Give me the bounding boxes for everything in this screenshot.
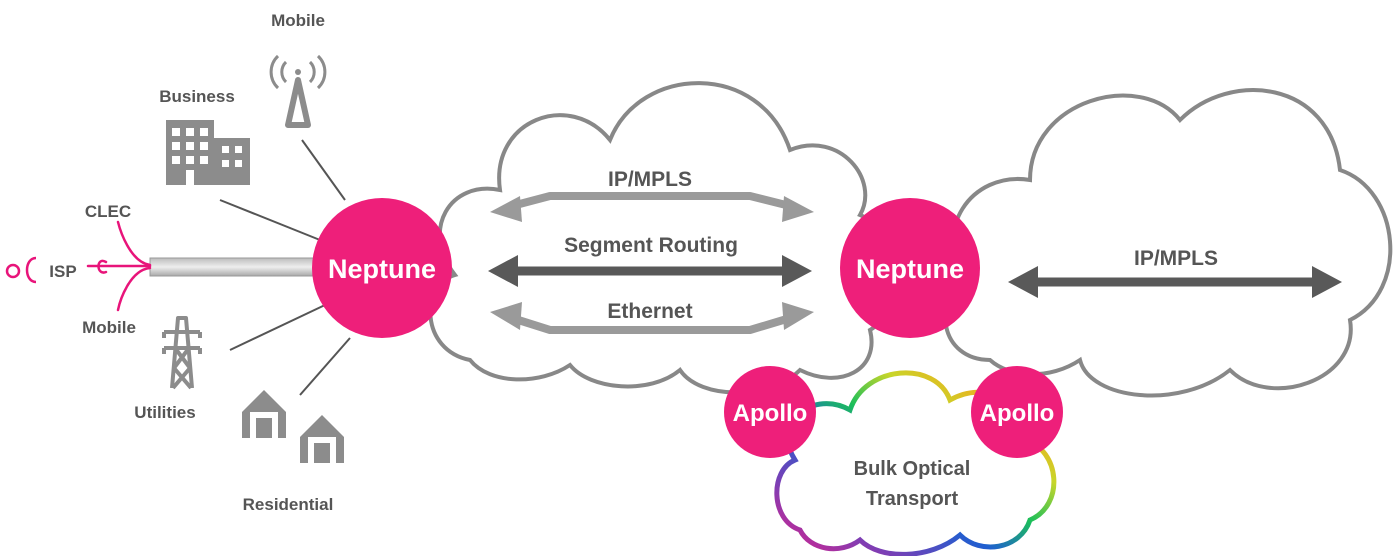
- arrow-ethernet: [490, 302, 814, 334]
- apollo-right-label: Apollo: [980, 400, 1055, 427]
- mobile-left-label: Mobile: [82, 318, 136, 337]
- ip-mpls-right-label: IP/MPLS: [1134, 247, 1218, 270]
- office-building-icon: [166, 120, 250, 185]
- arrow-segment-routing: [488, 255, 812, 287]
- apollo-left-label: Apollo: [733, 400, 808, 427]
- segment-routing-label: Segment Routing: [564, 234, 738, 257]
- oc-marker-icon: [5, 256, 37, 284]
- house-icon: [300, 415, 344, 463]
- cloud-middle: [428, 81, 896, 395]
- isp-label: ISP: [49, 262, 76, 281]
- fiber-cable-icon: [149, 257, 321, 277]
- neptune-right-label: Neptune: [856, 254, 964, 284]
- ip-mpls-top-label: IP/MPLS: [608, 168, 692, 191]
- access-spokes: [219, 139, 351, 396]
- cloud-right: [943, 88, 1393, 398]
- residential-label: Residential: [243, 495, 334, 514]
- house-icon: [242, 390, 286, 438]
- apollo-left-node[interactable]: [724, 366, 816, 458]
- cell-tower-icon: [269, 54, 327, 128]
- business-label: Business: [159, 87, 235, 106]
- fiber-strands-icon: [86, 220, 152, 312]
- neptune-right-node[interactable]: [840, 198, 980, 338]
- clec-label: CLEC: [85, 202, 131, 221]
- power-pylon-icon: [162, 316, 202, 390]
- utilities-label: Utilities: [134, 403, 195, 422]
- arrow-ip-mpls-top: [490, 192, 814, 222]
- apollo-right-node[interactable]: [971, 366, 1063, 458]
- bulk-optical-label: Bulk Optical: [854, 458, 971, 480]
- neptune-left-label: Neptune: [328, 254, 436, 284]
- mobile-top-label: Mobile: [271, 11, 325, 30]
- transport-label: Transport: [866, 488, 959, 510]
- arrow-ip-mpls-right: [1008, 266, 1342, 298]
- neptune-left-node[interactable]: [312, 198, 452, 338]
- ethernet-label: Ethernet: [607, 300, 692, 323]
